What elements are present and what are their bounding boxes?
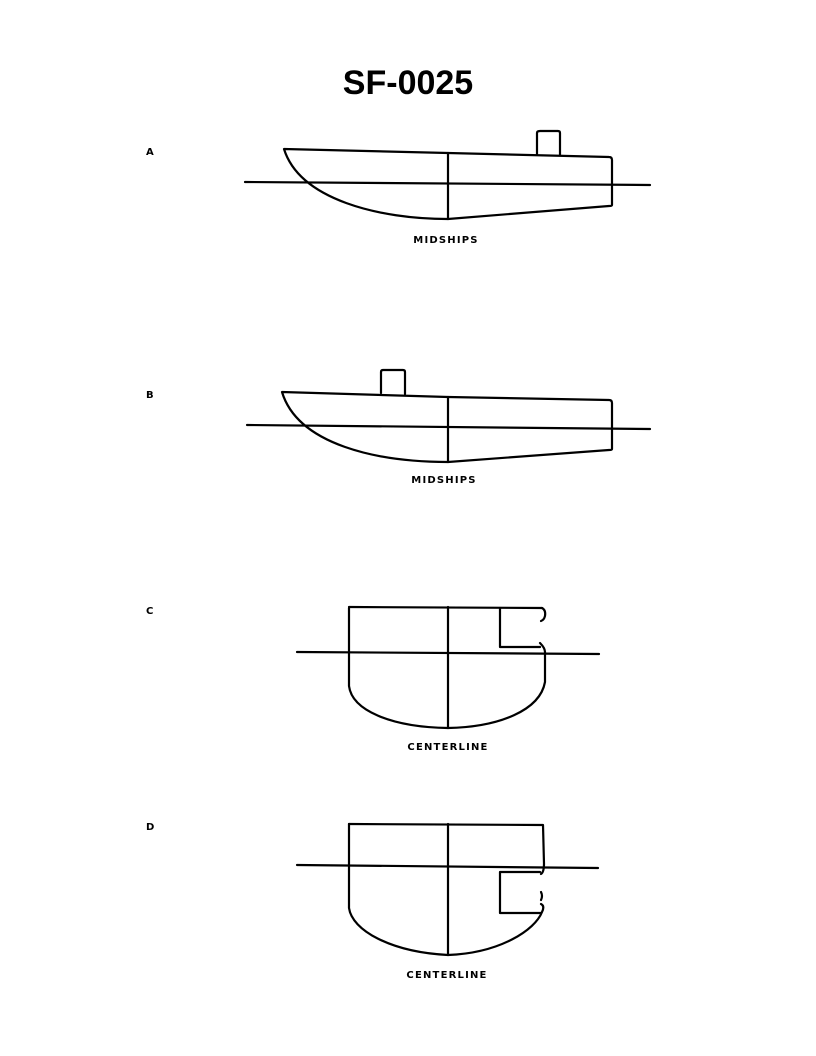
hull-outline-a	[282, 147, 614, 221]
figure-c-section	[295, 605, 601, 730]
notch-cut-d	[498, 870, 543, 915]
caption-c-centerline: CENTERLINE	[407, 742, 489, 753]
figure-d-section	[295, 822, 600, 957]
figure-letter-a: A	[146, 147, 154, 158]
deck-line-c	[347, 605, 544, 610]
figure-letter-b: B	[146, 390, 154, 401]
notch-cut-c	[498, 606, 542, 649]
funnel-b	[379, 368, 407, 396]
hull-outline-b	[280, 390, 614, 464]
figure-a-profile	[243, 129, 652, 221]
notch-c	[539, 606, 547, 623]
caption-b-midships: MIDSHIPS	[411, 475, 477, 486]
figure-b-profile	[245, 368, 652, 464]
figure-letter-d: D	[146, 822, 155, 833]
notch-edge-d	[539, 890, 544, 902]
hull-section-d-upper	[347, 822, 546, 876]
hull-section-c	[347, 606, 547, 730]
figure-letter-c: C	[146, 606, 154, 617]
caption-a-midships: MIDSHIPS	[413, 235, 479, 246]
caption-d-centerline: CENTERLINE	[406, 970, 488, 981]
hull-section-d-left	[347, 822, 545, 957]
funnel-a	[535, 129, 562, 157]
page-title: SF-0025	[342, 64, 474, 102]
